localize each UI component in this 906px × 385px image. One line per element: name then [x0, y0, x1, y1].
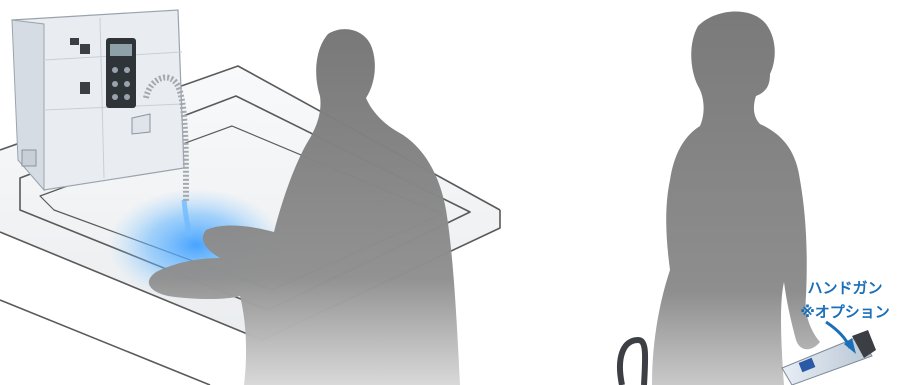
bag-handle — [620, 340, 645, 385]
washer-machine — [12, 10, 184, 190]
callout-line-2: ※オプション — [786, 300, 904, 324]
callout-line-1: ハンドガン — [786, 276, 904, 300]
hand-gun-callout: ハンドガン ※オプション — [786, 276, 904, 324]
woman-silhouette — [652, 11, 820, 385]
